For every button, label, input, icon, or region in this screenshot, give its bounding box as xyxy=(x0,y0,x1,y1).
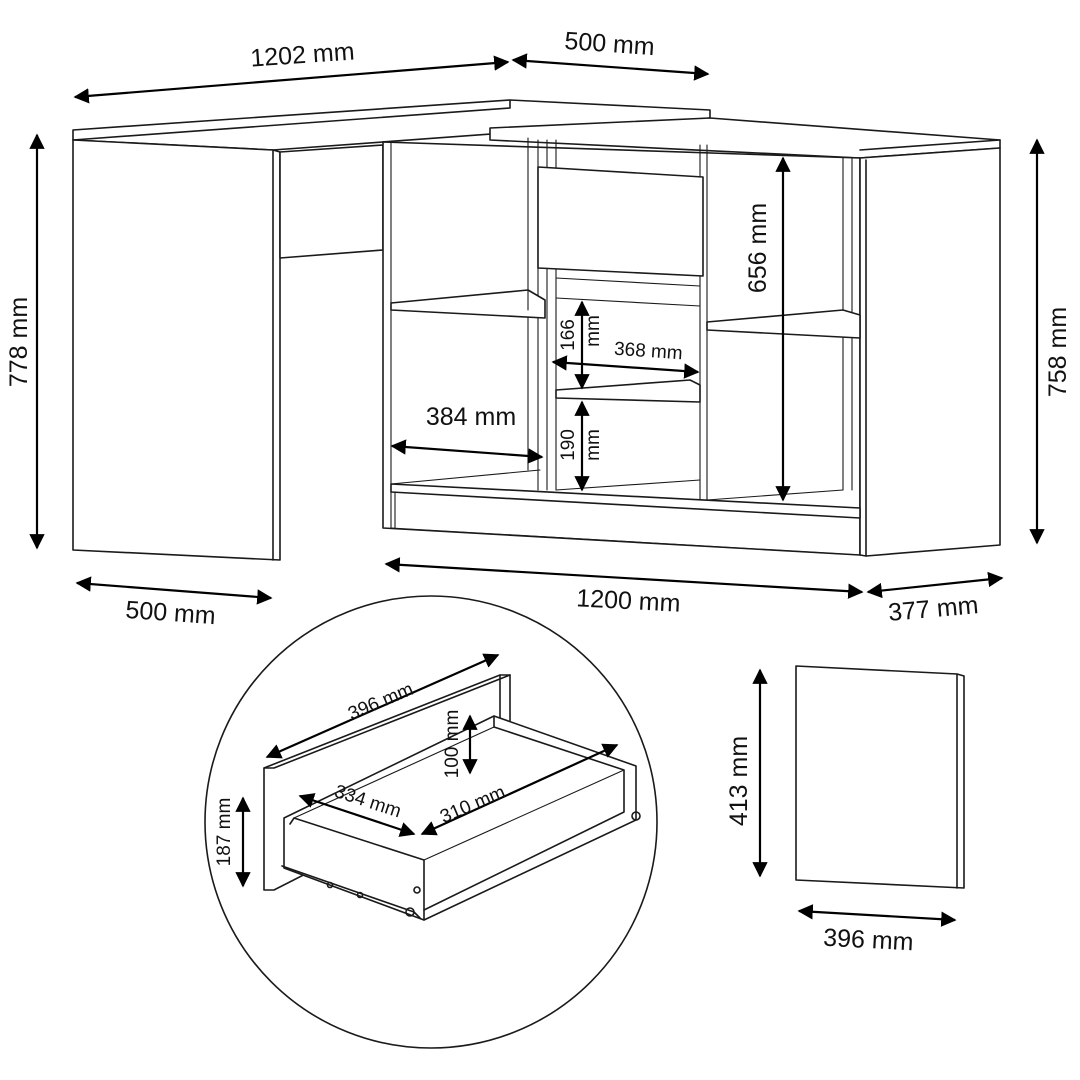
label-shelf-width: 384 mm xyxy=(426,403,516,431)
label-desk-height: 778 mm xyxy=(5,297,33,387)
label-door-width: 396 mm xyxy=(823,924,915,957)
label-drawer-front-height: 187 mm xyxy=(214,798,235,867)
label-lower-niche-height: 190 xyxy=(558,429,579,461)
dim-drawer-front-width xyxy=(265,653,500,759)
desk-dimensions xyxy=(29,53,1045,605)
label-inner-height: 656 mm xyxy=(744,203,772,293)
label-return-width: 500 mm xyxy=(564,27,656,61)
dim-shelf-width xyxy=(390,439,544,464)
dim-cabinet-depth xyxy=(866,571,1004,599)
label-drawer-inner-height: 100 mm xyxy=(442,710,463,779)
label-top-width: 1202 mm xyxy=(249,37,355,72)
drawer-dimensions xyxy=(235,653,619,888)
label-niche-width: 368 mm xyxy=(613,339,683,365)
label-cabinet-height: 758 mm xyxy=(1044,307,1072,397)
label-lower-niche-unit: mm xyxy=(583,429,604,461)
cabinet-bottom xyxy=(390,483,861,519)
label-leg-depth: 500 mm xyxy=(125,596,217,630)
label-cabinet-length: 1200 mm xyxy=(576,584,682,617)
modesty-panel xyxy=(279,144,384,259)
detail-circle xyxy=(204,595,658,1049)
dim-cabinet-length xyxy=(384,557,864,599)
drawer-detail xyxy=(204,595,658,1049)
cabinet-side-panel xyxy=(859,147,1001,557)
dim-drawer-inner-depth xyxy=(298,793,416,837)
middle-shelf xyxy=(555,379,701,403)
dim-door-width xyxy=(797,904,957,927)
drawer-front xyxy=(537,166,704,277)
dim-leg-depth xyxy=(75,576,273,605)
dim-drawer-inner-width xyxy=(420,743,619,836)
left-leg-panel xyxy=(72,139,281,561)
door-panel-detail: 413 mm 396 mm xyxy=(725,665,965,957)
door-panel xyxy=(795,665,965,889)
label-cabinet-depth: 377 mm xyxy=(887,591,979,627)
label-door-height: 413 mm xyxy=(725,736,753,826)
label-niche-unit: mm xyxy=(583,315,604,347)
corner-desk-drawing xyxy=(72,99,1001,561)
dim-niche-width xyxy=(551,355,700,379)
label-niche-height: 166 xyxy=(558,319,579,351)
dim-return-width xyxy=(511,53,710,81)
dim-top-width xyxy=(73,55,510,104)
left-shelf xyxy=(390,289,546,319)
